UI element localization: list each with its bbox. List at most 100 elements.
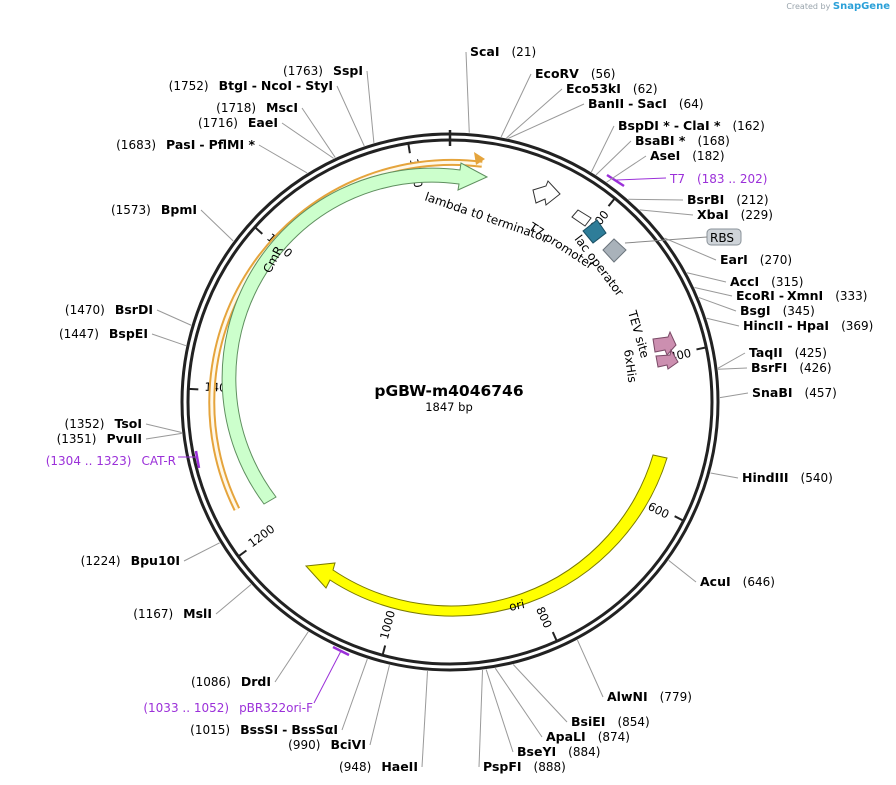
- enzyme-site-ecorv[interactable]: EcoRV(56): [500, 66, 615, 138]
- enzyme-site-banii[interactable]: BanII-SacI(64): [508, 96, 704, 139]
- enzyme-label: (1086)DrdI: [191, 674, 271, 689]
- t7-primer-label[interactable]: T7(183 .. 202): [669, 172, 767, 186]
- enzyme-label: (1224)Bpu10I: [81, 553, 180, 568]
- enzyme-leader-line: [595, 140, 632, 176]
- t7-primer-leader: [615, 177, 667, 181]
- enzyme-site-hindiii[interactable]: HindIII(540): [710, 470, 833, 485]
- enzyme-leader-line: [145, 432, 182, 440]
- ori-feature[interactable]: ori: [304, 454, 668, 617]
- enzyme-site-pasi[interactable]: (1683)PasI-PflMI *: [116, 137, 308, 174]
- 6xhis-arrow[interactable]: [655, 348, 679, 370]
- t7-primer-mark[interactable]: [606, 173, 625, 188]
- lac-operator-box[interactable]: [582, 219, 607, 244]
- pbr322ori-f-primer-label[interactable]: (1033 .. 1052)pBR322ori-F: [143, 701, 313, 715]
- t7-promoter-arrow[interactable]: [571, 209, 592, 227]
- enzyme-site-sspi[interactable]: (1763)SspI: [283, 63, 375, 143]
- enzyme-site-bsrfi[interactable]: BsrFI(426): [717, 360, 832, 375]
- enzyme-site-bpmi[interactable]: (1573)BpmI: [111, 202, 234, 242]
- enzyme-leader-line: [478, 670, 484, 768]
- enzyme-position: (1015): [190, 723, 230, 737]
- enzyme-site-pspfi[interactable]: PspFI(888): [478, 670, 566, 774]
- enzyme-site-eaei[interactable]: (1716)EaeI: [198, 115, 334, 159]
- enzyme-site-eco53ki[interactable]: Eco53kI(62): [506, 81, 658, 139]
- enzyme-site-bspei[interactable]: (1447)BspEI: [59, 326, 187, 347]
- enzyme-site-bcivi[interactable]: (990)BciVI: [288, 665, 390, 752]
- enzyme-name: BtgI: [219, 78, 248, 93]
- enzyme-label: BsgI(345): [740, 303, 815, 318]
- enzyme-name: SnaBI: [752, 385, 793, 400]
- enzyme-site-msli[interactable]: (1167)MslI: [133, 584, 252, 621]
- enzyme-site-bspdi[interactable]: BspDI *-ClaI *(162): [590, 118, 765, 173]
- enzyme-leader-line: [215, 584, 252, 615]
- enzyme-position: (315): [771, 275, 803, 289]
- enzyme-label: (1015)BssSI-BssSαI: [190, 722, 338, 737]
- enzyme-leader-line: [668, 559, 697, 583]
- enzyme-site-bsssi[interactable]: (1015)BssSI-BssSαI: [190, 658, 368, 737]
- ori-arrow: [304, 454, 668, 617]
- enzyme-site-snabi[interactable]: SnaBI (457): [719, 385, 837, 400]
- cmr-feature[interactable]: CmR: [208, 152, 489, 511]
- enzyme-site-pvuii[interactable]: (1351)PvuII: [57, 431, 182, 446]
- cat-r-primer-mark[interactable]: [194, 450, 201, 469]
- enzyme-label: (1763)SspI: [283, 63, 363, 78]
- enzyme-name: TaqII: [749, 345, 783, 360]
- enzyme-name: BciVI: [330, 737, 366, 752]
- enzyme-site-haeii[interactable]: (948)HaeII: [339, 671, 429, 774]
- enzyme-site-scai[interactable]: ScaI(21): [465, 44, 536, 133]
- enzyme-site-acui[interactable]: AcuI(646): [668, 559, 775, 589]
- enzyme-site-xbai[interactable]: XbaI(229): [639, 207, 773, 222]
- tick-mark: [674, 515, 685, 522]
- enzyme-name: EcoRV: [535, 66, 579, 81]
- enzyme-site-bsrbi[interactable]: BsrBI(212): [628, 192, 769, 207]
- tick-mark: [381, 645, 387, 656]
- enzyme-label: (1573)BpmI: [111, 202, 197, 217]
- enzyme-site-ecori[interactable]: EcoRI-XmnI(333): [694, 287, 868, 303]
- enzyme-site-drdi[interactable]: (1086)DrdI: [191, 631, 309, 689]
- enzyme-name: MslI: [183, 606, 212, 621]
- enzyme-site-bseyi[interactable]: BseYI(884): [485, 669, 600, 759]
- cat-r-primer-label[interactable]: (1304 .. 1323)CAT-R: [46, 454, 176, 468]
- enzyme-site-msci[interactable]: (1718)MscI: [216, 100, 336, 158]
- enzyme-separator: -: [252, 78, 257, 93]
- enzyme-label: (1716)EaeI: [198, 115, 278, 130]
- enzyme-name: MscI: [266, 100, 298, 115]
- enzyme-name: TsoI: [114, 416, 142, 431]
- rbs-diamond[interactable]: [602, 238, 627, 263]
- enzyme-leader-line: [706, 317, 740, 327]
- enzyme-position: (457): [805, 386, 837, 400]
- enzyme-name: BssSI: [240, 722, 278, 737]
- enzyme-site-bsrdi[interactable]: (1470)BsrDI: [65, 302, 192, 326]
- enzyme-name: HpaI: [797, 318, 830, 333]
- enzyme-position: (369): [841, 319, 873, 333]
- enzyme-position: (854): [617, 715, 649, 729]
- enzyme-site-eari[interactable]: EarI(270): [664, 237, 793, 267]
- enzyme-label: (1351)PvuII: [57, 431, 142, 446]
- enzyme-site-btgi[interactable]: (1752)BtgI-NcoI-StyI: [169, 78, 365, 147]
- enzyme-site-asei[interactable]: AseI(182): [606, 148, 725, 183]
- enzyme-site-taqii[interactable]: TaqII(425): [717, 345, 827, 369]
- enzyme-position: (182): [692, 149, 724, 163]
- enzyme-site-hincii[interactable]: HincII-HpaI(369): [706, 317, 874, 333]
- enzyme-name: SacI: [637, 96, 667, 111]
- enzyme-position: (1352): [65, 417, 105, 431]
- enzyme-site-tsoi[interactable]: (1352) TsoI: [65, 416, 182, 433]
- enzyme-name: HincII: [743, 318, 783, 333]
- enzyme-site-bpu10i[interactable]: (1224)Bpu10I: [81, 542, 220, 568]
- enzyme-leader-line: [369, 665, 390, 746]
- enzyme-site-bsgi[interactable]: BsgI(345): [698, 297, 815, 318]
- enzyme-name: EaeI: [248, 115, 278, 130]
- enzyme-name: XmnI: [787, 288, 823, 303]
- enzyme-label: EcoRV(56): [535, 66, 615, 81]
- enzyme-site-bsabi[interactable]: BsaBI *(168): [595, 133, 730, 176]
- tick-label: 600: [646, 499, 672, 521]
- enzyme-site-alwni[interactable]: AlwNI(779): [576, 639, 692, 704]
- lambda-t0-terminator-arrow[interactable]: [532, 180, 561, 206]
- enzyme-site-bsiei[interactable]: BsiEI(854): [512, 664, 650, 729]
- enzyme-name: BsrDI: [115, 302, 153, 317]
- enzyme-label: HincII-HpaI(369): [743, 318, 873, 333]
- enzyme-label: AcuI(646): [700, 574, 775, 589]
- enzyme-name: BsrFI: [751, 360, 787, 375]
- enzyme-site-acci[interactable]: AccI(315): [686, 272, 803, 289]
- enzyme-site-apali[interactable]: ApaLI(874): [494, 667, 630, 744]
- enzyme-name: PspFI: [483, 759, 522, 774]
